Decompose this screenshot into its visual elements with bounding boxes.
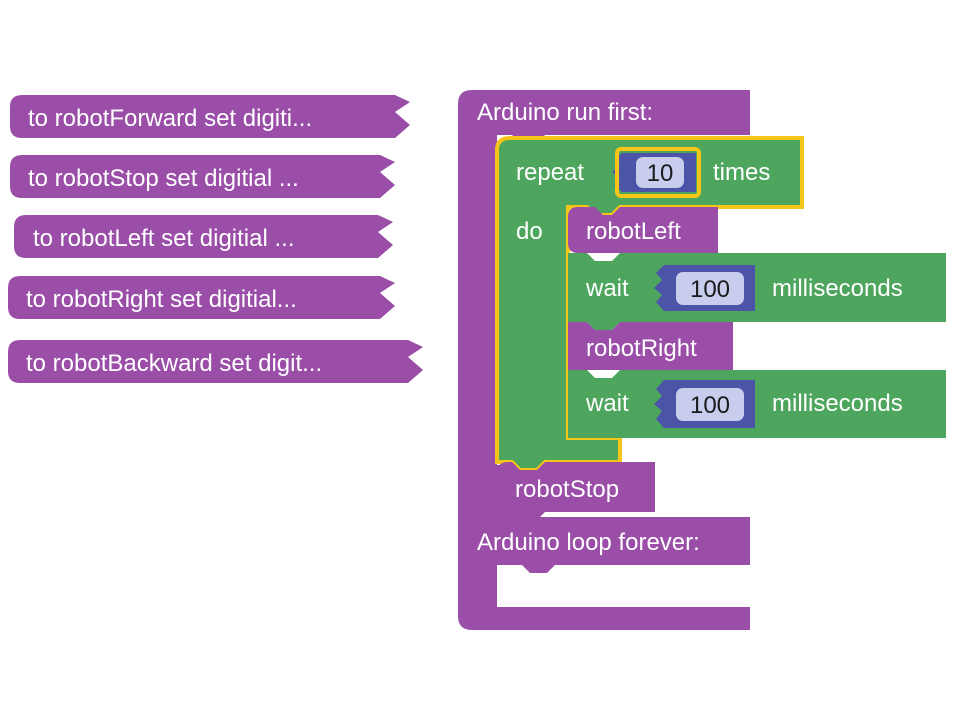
proc-block-robotbackward[interactable]: to robotBackward set digit... (8, 340, 423, 383)
proc-block-robotright[interactable]: to robotRight set digitial... (8, 276, 395, 319)
proc-block-robotleft[interactable]: to robotLeft set digitial ... (14, 215, 393, 258)
robotleft-call-label: robotLeft (586, 218, 681, 245)
repeat-count-value: 10 (647, 160, 674, 187)
loop-forever-label: Arduino loop forever: (477, 529, 700, 556)
wait-label: wait (585, 275, 629, 302)
wait-2-value: 100 (690, 392, 730, 419)
proc-block-label: to robotLeft set digitial ... (33, 225, 294, 252)
milliseconds-label: milliseconds (772, 390, 903, 417)
wait-1-value: 100 (690, 276, 730, 303)
times-label: times (713, 159, 770, 186)
proc-block-label: to robotStop set digitial ... (28, 165, 299, 192)
proc-block-robotstop[interactable]: to robotStop set digitial ... (10, 155, 395, 198)
wait-2-value-input[interactable]: 100 (654, 380, 755, 428)
do-label: do (516, 218, 543, 245)
proc-block-label: to robotForward set digiti... (28, 105, 312, 132)
loop-forever-slot[interactable] (499, 568, 745, 604)
wait-1-value-field (676, 272, 744, 305)
run-first-label: Arduino run first: (477, 99, 653, 126)
proc-block-label: to robotRight set digitial... (26, 286, 297, 313)
robotleft-call-block[interactable]: robotLeft (568, 207, 718, 253)
repeat-count-field (636, 157, 684, 188)
wait-1-value-input[interactable]: 100 (654, 265, 755, 311)
wait-block-2[interactable]: wait 100 milliseconds (568, 370, 946, 438)
proc-block-robotforward[interactable]: to robotForward set digiti... (10, 95, 410, 138)
proc-block-label: to robotBackward set digit... (26, 350, 322, 377)
wait-block-1[interactable]: wait 100 milliseconds (568, 253, 946, 330)
repeat-label: repeat (516, 159, 584, 186)
repeat-count-input[interactable]: 10 (612, 147, 701, 198)
wait-label: wait (585, 390, 629, 417)
milliseconds-label: milliseconds (772, 275, 903, 302)
wait-2-value-field (676, 388, 744, 421)
robotright-call-block[interactable]: robotRight (568, 322, 733, 370)
robotstop-call-block[interactable]: robotStop (497, 462, 655, 520)
robotright-call-label: robotRight (586, 335, 697, 362)
robotstop-call-label: robotStop (515, 476, 619, 503)
